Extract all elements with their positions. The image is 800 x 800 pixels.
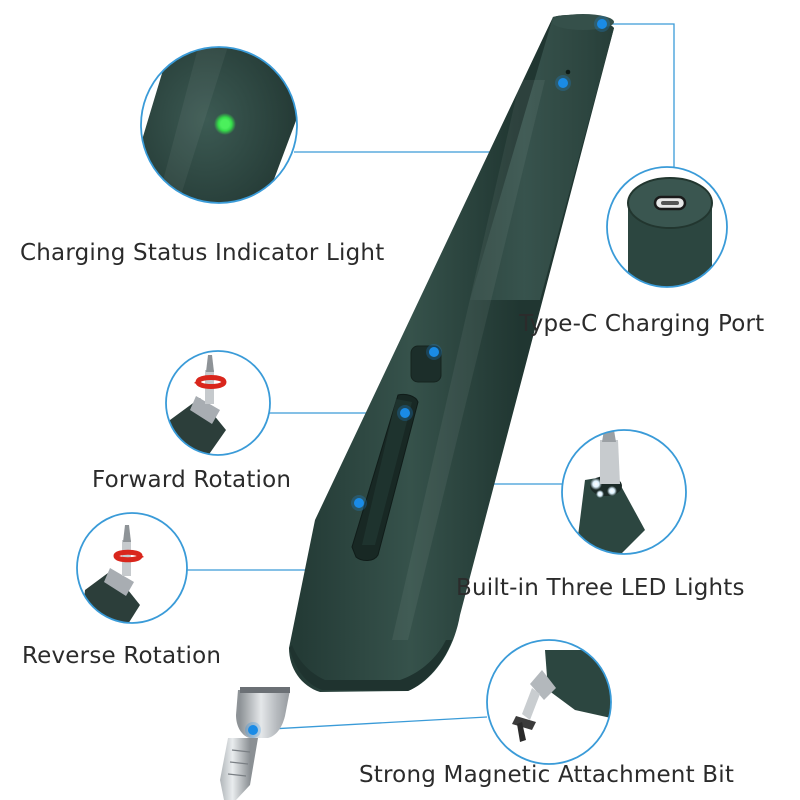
label-type-c-port: Type-C Charging Port <box>519 311 765 337</box>
marker-led <box>429 347 439 357</box>
feature-markers <box>245 16 610 738</box>
label-forward-rotation: Forward Rotation <box>92 467 292 493</box>
inset-magnetic-bit <box>486 639 612 765</box>
inset-type-c-port <box>606 166 728 288</box>
inset-reverse-rotation <box>76 512 188 624</box>
led-light-icon <box>590 478 602 490</box>
screwdriver-bit <box>220 738 258 800</box>
magnetic-bit-icon <box>512 716 536 730</box>
marker-forward <box>400 408 410 418</box>
inset-forward-rotation <box>165 350 271 456</box>
marker-magnetic <box>248 725 258 735</box>
label-led-lights: Built-in Three LED Lights <box>456 575 745 601</box>
marker-charging-status <box>558 78 568 88</box>
inset-charging-status <box>140 46 298 204</box>
label-reverse-rotation: Reverse Rotation <box>22 643 222 669</box>
line-magnetic <box>252 716 488 731</box>
screwdriver-body <box>220 14 614 800</box>
inset-led-lights <box>561 429 687 555</box>
label-charging-status: Charging Status Indicator Light <box>20 240 385 266</box>
label-magnetic-bit: Strong Magnetic Attachment Bit <box>359 762 735 788</box>
forward-rotation-arrow-icon <box>195 375 227 389</box>
chrome-collar <box>236 690 290 738</box>
line-type-c <box>602 23 675 167</box>
marker-reverse <box>354 498 364 508</box>
marker-type-c <box>597 19 607 29</box>
